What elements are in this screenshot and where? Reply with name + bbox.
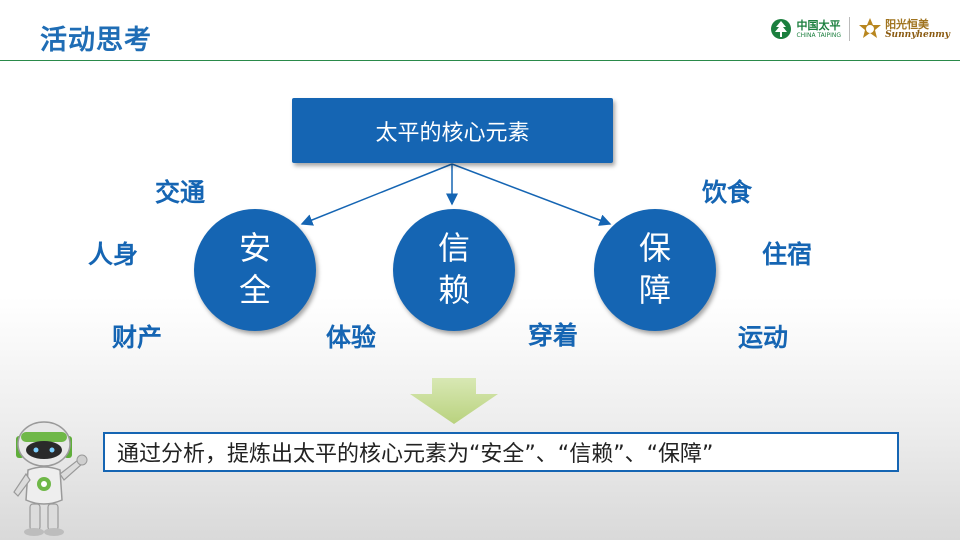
word-jiaotong: 交通: [155, 178, 206, 207]
sunny-logo-icon: [859, 18, 882, 38]
core-elements-box: 太平的核心元素: [292, 98, 613, 163]
circle-anquan: 安 全: [194, 209, 316, 331]
word-renshen: 人身: [88, 240, 139, 269]
word-zhusu: 住宿: [762, 240, 813, 269]
circle-xinlai-bottom: 赖: [437, 271, 470, 309]
down-arrow-icon: [410, 378, 498, 424]
sunny-logo-en: Sunnyhenmy: [885, 29, 950, 40]
logo-divider: [849, 17, 851, 41]
robot-mascot-icon: [13, 421, 88, 536]
word-tiyan: 体验: [326, 323, 377, 352]
circle-xinlai-top: 信: [437, 229, 470, 268]
taiping-logo-en: CHINA TAIPING: [796, 31, 842, 39]
sunny-logo: 阳光恒美 Sunnyhenmy: [858, 17, 950, 41]
arrow-to-anquan: [300, 163, 453, 226]
arrow-to-baozhang: [451, 163, 612, 226]
word-yinshi: 饮食: [702, 178, 753, 207]
summary-box: 通过分析，提炼出太平的核心元素为“安全”、“信赖”、“保障”: [103, 432, 899, 472]
circle-baozhang: 保 障: [594, 209, 716, 331]
taiping-logo: 中国太平 CHINA TAIPING: [770, 18, 841, 40]
word-yundong: 运动: [738, 323, 789, 352]
circle-anquan-top: 安: [238, 229, 271, 268]
circle-baozhang-bottom: 障: [638, 271, 671, 309]
taiping-logo-cn: 中国太平: [796, 18, 841, 32]
sunny-logo-cn: 阳光恒美: [885, 17, 930, 31]
word-caichan: 财产: [112, 323, 163, 352]
circle-anquan-bottom: 全: [238, 271, 271, 309]
word-chuanzhuo: 穿着: [528, 321, 579, 350]
logo-area: 中国太平 CHINA TAIPING 阳光恒美 Sunnyhenmy: [770, 14, 950, 44]
circle-baozhang-top: 保: [638, 229, 671, 268]
page-title: 活动思考: [40, 25, 152, 56]
taiping-logo-icon: [771, 19, 792, 39]
circle-xinlai: 信 赖: [393, 209, 515, 331]
header-divider: [0, 60, 960, 61]
